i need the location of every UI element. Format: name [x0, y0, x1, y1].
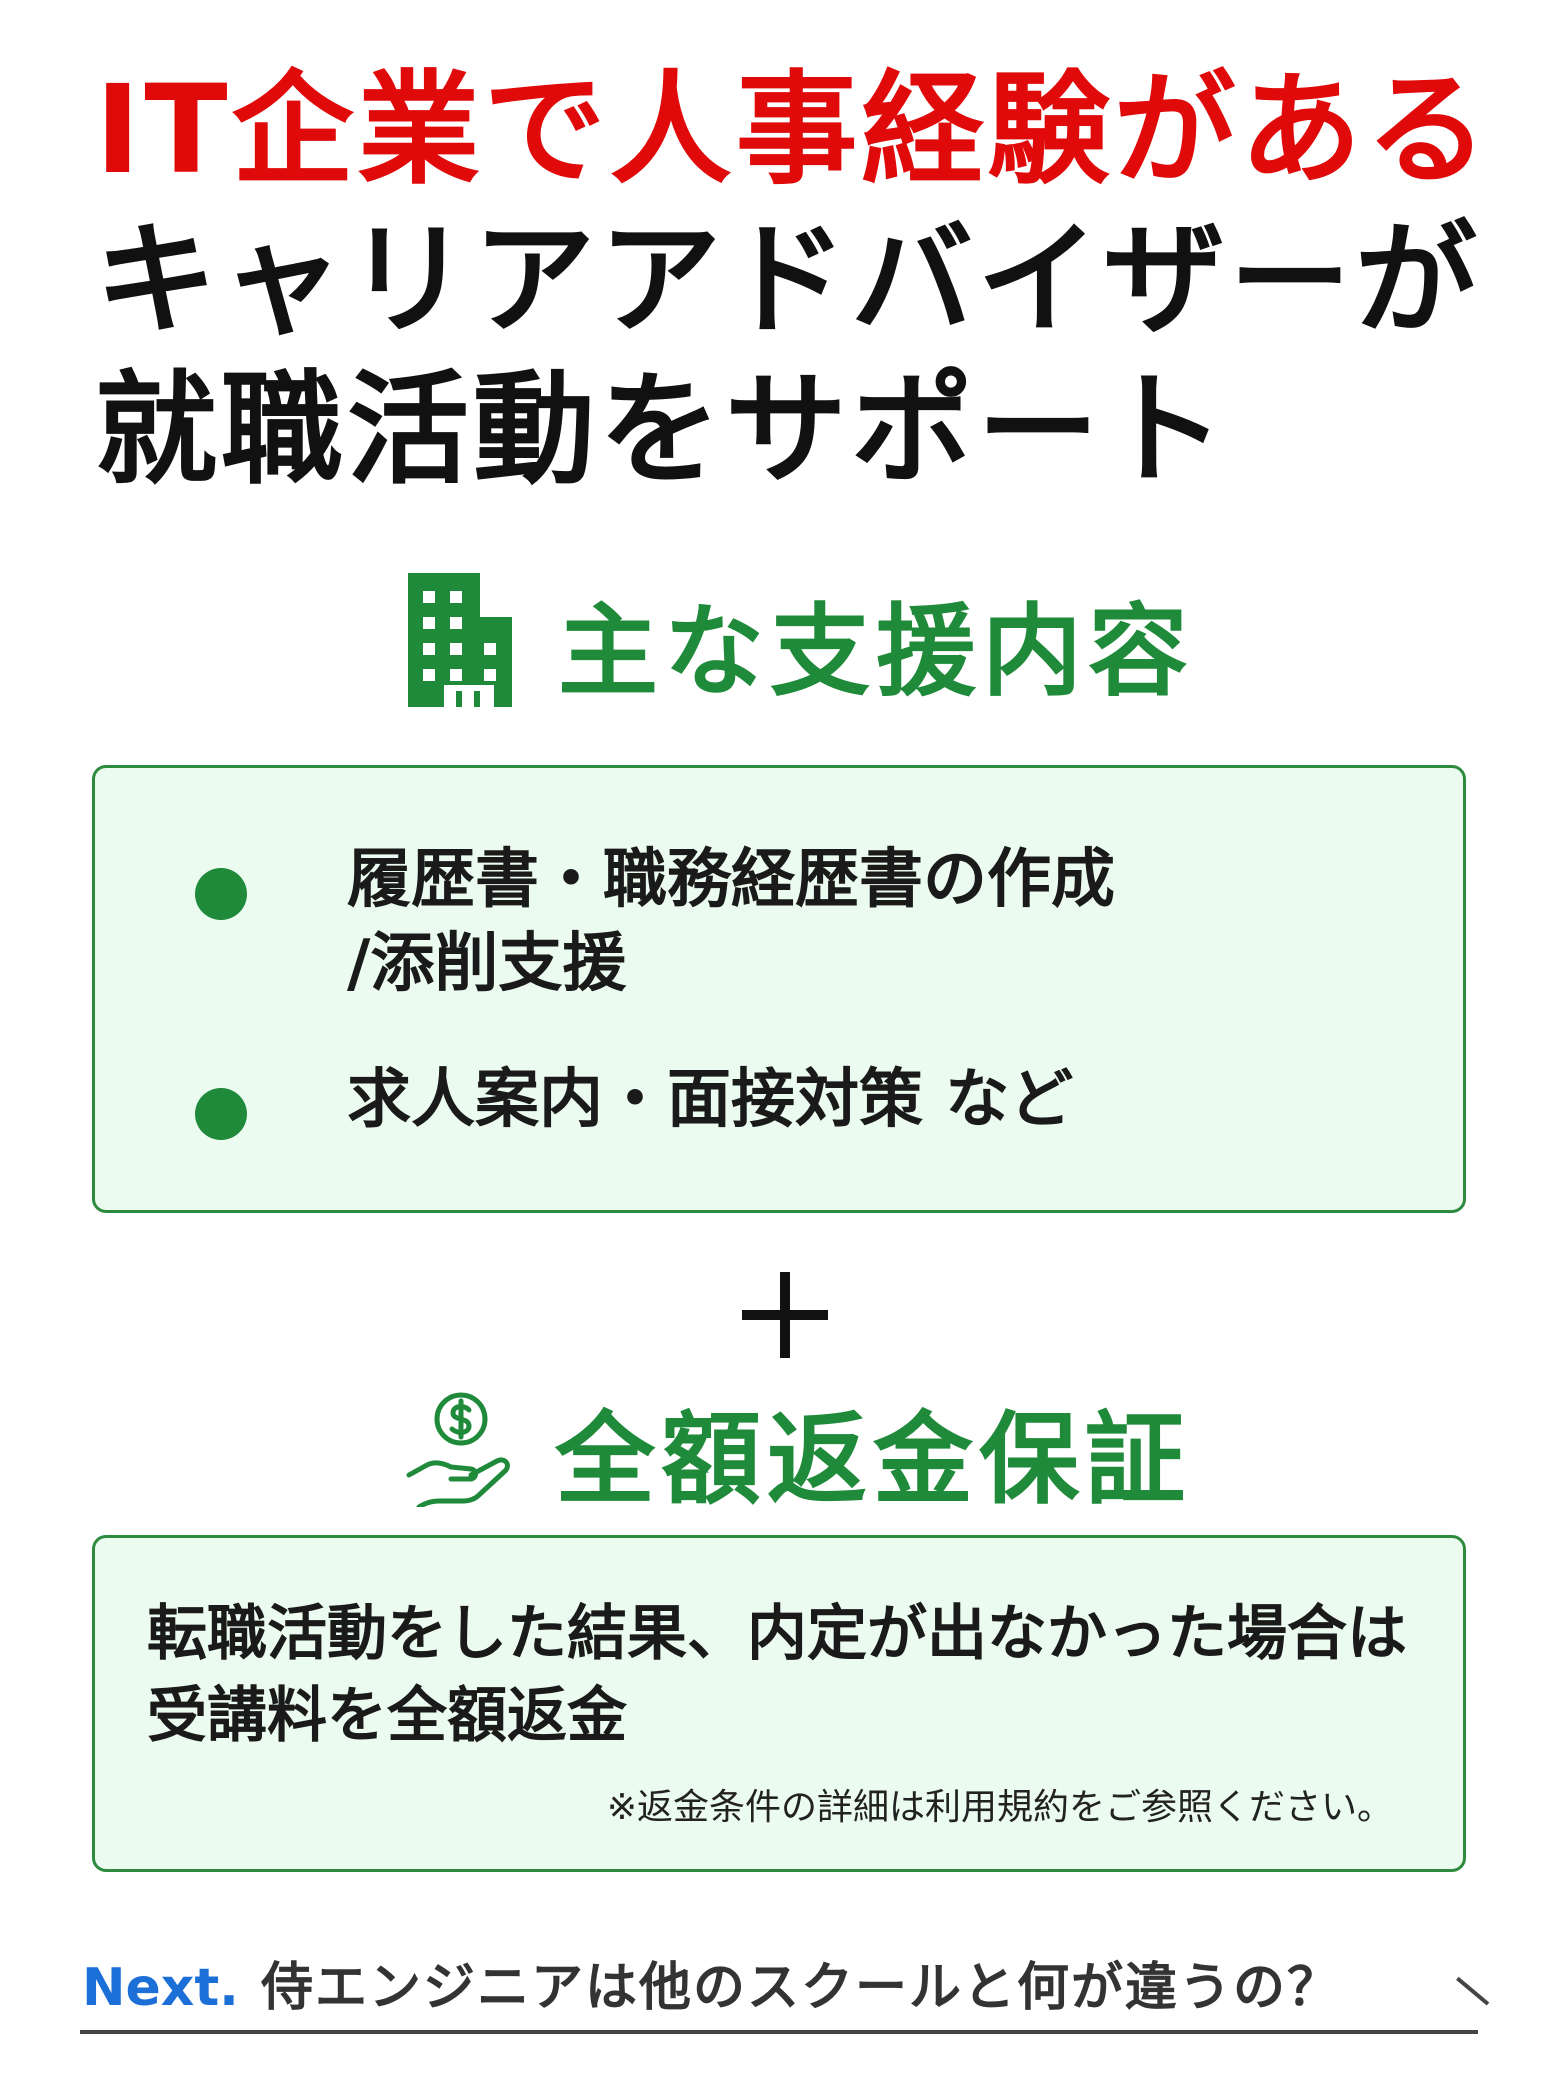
support-title: 主な支援内容 [558, 592, 1194, 710]
list-item-line-1: 求人案内・面接対策 など [347, 1063, 1074, 1137]
bullet-dot-icon [195, 868, 247, 920]
guarantee-note: ※返金条件の詳細は利用規約をご参照ください。 [606, 1787, 1393, 1828]
guarantee-text: 転職活動をした結果、内定が出なかった場合は 受講料を全額返金 [147, 1593, 1407, 1757]
guarantee-text-line-2: 受講料を全額返金 [147, 1681, 627, 1751]
plus-icon [742, 1272, 828, 1358]
list-item: 履歴書・職務経歴書の作成 /添削支援 [195, 838, 1115, 1006]
guarantee-box: 転職活動をした結果、内定が出なかった場合は 受講料を全額返金 ※返金条件の詳細は… [92, 1535, 1466, 1872]
guarantee-section-header: 全額返金保証 [405, 1380, 1191, 1520]
next-link[interactable]: Next. 侍エンジニアは他のスクールと何が違うの？ [82, 1945, 1341, 2020]
list-item: 求人案内・面接対策 など [195, 1058, 1073, 1142]
guarantee-text-line-1: 転職活動をした結果、内定が出なかった場合は [147, 1599, 1407, 1669]
headline: IT企業で人事経験がある キャリアアドバイザーが 就職活動をサポート [95, 50, 1495, 501]
headline-line-1: IT企業で人事経験がある [95, 59, 1492, 201]
guarantee-title: 全額返金保証 [555, 1400, 1191, 1518]
list-item-line-1: 履歴書・職務経歴書の作成 [347, 843, 1115, 917]
next-underline [80, 2030, 1478, 2034]
building-icon [408, 573, 512, 711]
support-section-header: 主な支援内容 [408, 572, 1194, 712]
next-text: 侍エンジニアは他のスクールと何が違うの？ [260, 1958, 1341, 2018]
support-box: 履歴書・職務経歴書の作成 /添削支援 求人案内・面接対策 など [92, 765, 1466, 1213]
next-label: Next. [82, 1958, 239, 2018]
headline-line-2: キャリアアドバイザーが [95, 209, 1481, 351]
list-item-line-2: /添削支援 [347, 927, 627, 1001]
money-hand-icon [405, 1389, 513, 1511]
headline-line-3: 就職活動をサポート [95, 359, 1229, 501]
arrow-right-icon [1456, 1976, 1490, 2006]
bullet-dot-icon [195, 1088, 247, 1140]
